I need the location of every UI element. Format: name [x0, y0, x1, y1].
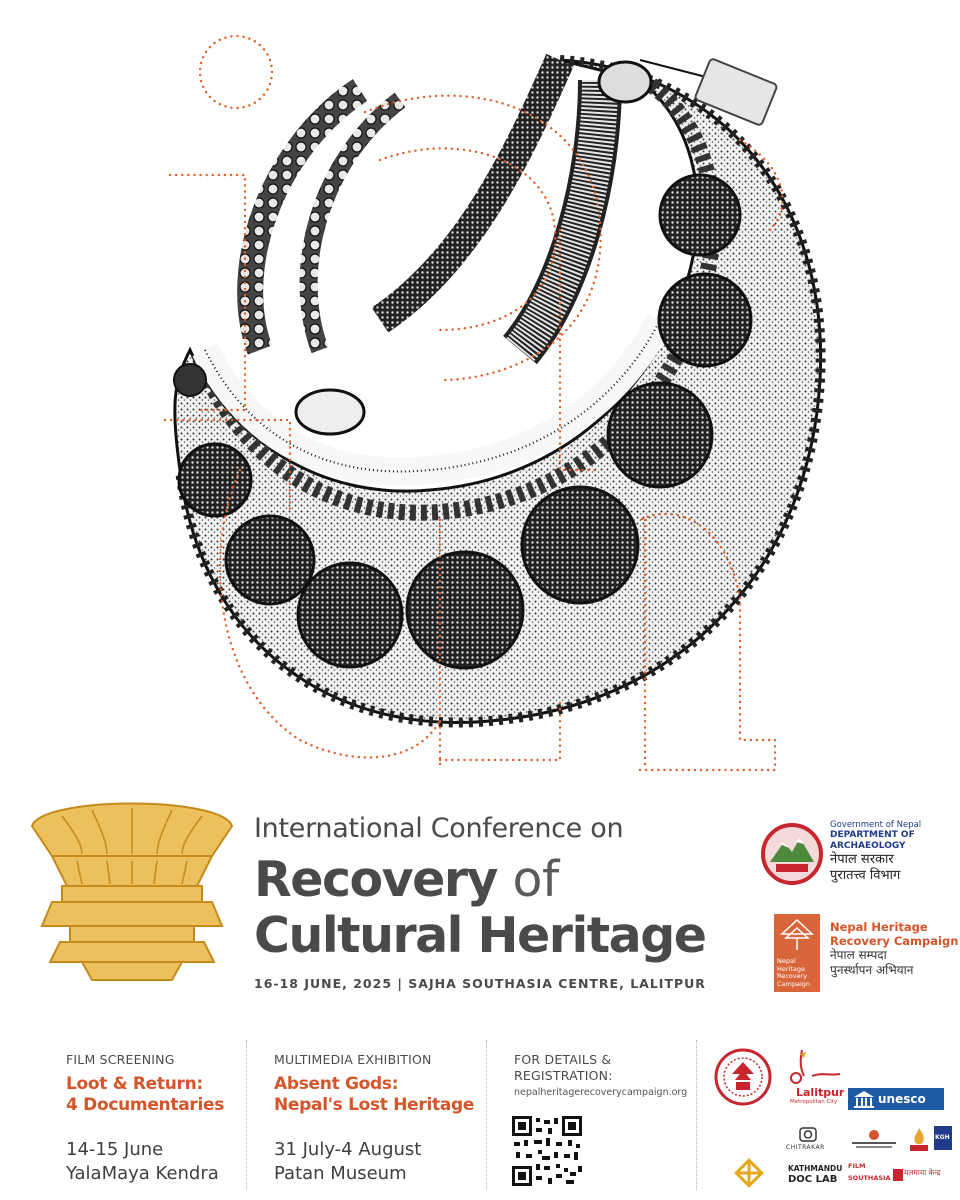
nepal-emblem-icon [761, 823, 823, 885]
nhrc-text: Nepal Heritage Recovery Campaign नेपाल स… [830, 920, 959, 978]
partner-logo-icon [852, 1130, 896, 1148]
doclab-label2: DOC LAB [788, 1174, 838, 1185]
lotus-capital-logo [30, 802, 234, 981]
nhrc-np1: नेपाल सम्पदा [830, 948, 887, 962]
filmsa-label2: SOUTHASIA [848, 1174, 891, 1182]
lalitpur-sublabel: Metropolitan City [790, 1099, 838, 1105]
chitrakar-logo: CHITRAKAR [786, 1126, 828, 1152]
exhibition-title2: Nepal's Lost Heritage [274, 1095, 475, 1115]
column-divider [246, 1040, 247, 1190]
registration-column: FOR DETAILS & REGISTRATION: nepalheritag… [514, 1052, 687, 1098]
kathmandu-doc-lab-logo: KATHMANDU DOC LAB [788, 1164, 842, 1188]
sponsor-logos: Lalitpur Metropolitan City unesco CHITRA… [708, 1040, 956, 1196]
gov-line1: Government of Nepal [830, 820, 922, 830]
exhibition-title1: Absent Gods: [274, 1074, 399, 1094]
film-screening-title2: 4 Documentaries [66, 1095, 225, 1115]
kathmandu-metropolitan-seal-icon [714, 1048, 772, 1106]
dept-archaeology-text: Government of Nepal DEPARTMENT OF ARCHAE… [830, 820, 954, 884]
nhrc-en1: Nepal Heritage [830, 920, 928, 934]
lalitpur-label: Lalitpur [796, 1086, 845, 1099]
exhibition-label: MULTIMEDIA EXHIBITION [274, 1052, 432, 1067]
filmsa-label1: FILM [848, 1162, 866, 1170]
nhrc-box-text: Nepal Heritage Recovery Campaign [777, 957, 811, 988]
conference-title-line1: International Conference on [254, 813, 624, 844]
chitrakar-label: CHITRAKAR [786, 1144, 825, 1151]
film-screening-title1: Loot & Return: [66, 1074, 203, 1094]
unesco-label: unesco [878, 1092, 926, 1106]
kgh-label: KGH [935, 1134, 950, 1141]
jewelry-tag [639, 58, 778, 126]
gov-line3: ARCHAEOLOGY [830, 841, 906, 851]
pagoda-icon [780, 918, 814, 950]
film-screening-column: FILM SCREENING Loot & Return: 4 Document… [66, 1052, 224, 1186]
lalitpur-metropolitan-logo: Lalitpur Metropolitan City [782, 1046, 846, 1110]
doclab-label1: KATHMANDU [788, 1164, 843, 1173]
yalamaya-label: यलमाया केन्द्र [904, 1168, 941, 1177]
lalitpur-emblem-icon [790, 1049, 841, 1084]
exhibition-venue: Patan Museum [274, 1163, 407, 1184]
exhibition-column: MULTIMEDIA EXHIBITION Absent Gods: Nepal… [274, 1052, 474, 1186]
yalamaya-kendra-logo: यलमाया केन्द्र [892, 1166, 952, 1186]
film-screening-label: FILM SCREENING [66, 1052, 175, 1067]
yalamaya-mark-icon [893, 1169, 903, 1181]
title-word-recovery: Recovery [254, 851, 498, 908]
unesco-logo: unesco [848, 1088, 944, 1110]
gov-nepali2: पुरातत्त्व विभाग [830, 868, 901, 883]
nhrc-en2: Recovery Campaign [830, 934, 959, 948]
column-divider [486, 1040, 487, 1190]
registration-label2: REGISTRATION: [514, 1068, 613, 1083]
deity-medallions [173, 173, 753, 670]
gov-line2: DEPARTMENT OF [830, 830, 915, 840]
nhrc-np2: पुनर्स्थापन अभियान [830, 963, 914, 977]
fini-logo-icon [910, 1128, 928, 1151]
dotted-letter-outlines [163, 34, 784, 772]
camera-icon [799, 1127, 817, 1142]
exhibition-date: 31 July-4 August [274, 1139, 422, 1160]
dept-archaeology-logo: Government of Nepal DEPARTMENT OF ARCHAE… [756, 818, 952, 888]
registration-label1: FOR DETAILS & [514, 1052, 612, 1067]
film-screening-venue: YalaMaya Kendra [66, 1163, 219, 1184]
film-southasia-logo: FILM SOUTHASIA [848, 1160, 891, 1190]
qr-code[interactable] [512, 1116, 582, 1186]
conference-title-line3: Cultural Heritage [254, 907, 707, 964]
necklace-illustration [163, 34, 826, 772]
unesco-temple-icon [854, 1091, 874, 1108]
conference-title-block: International Conference on Recovery of … [254, 812, 724, 991]
film-screening-date: 14-15 June [66, 1139, 164, 1160]
registration-url[interactable]: nepalheritagerecoverycampaign.org [514, 1087, 688, 1098]
conference-dateline: 16-18 JUNE, 2025 | SAJHA SOUTHASIA CENTR… [254, 976, 706, 991]
nhrc-logo: Nepal Heritage Recovery Campaign Nepal H… [774, 914, 959, 994]
endless-knot-icon [734, 1158, 764, 1188]
title-word-of: of [512, 851, 560, 908]
gov-nepali1: नेपाल सरकार [830, 852, 894, 867]
conference-title-line2: Recovery of [254, 852, 724, 908]
column-divider [696, 1040, 697, 1190]
nhrc-logo-box: Nepal Heritage Recovery Campaign [774, 914, 820, 992]
necklace-ropes [237, 53, 653, 436]
kgh-logo: KGH [934, 1126, 952, 1150]
